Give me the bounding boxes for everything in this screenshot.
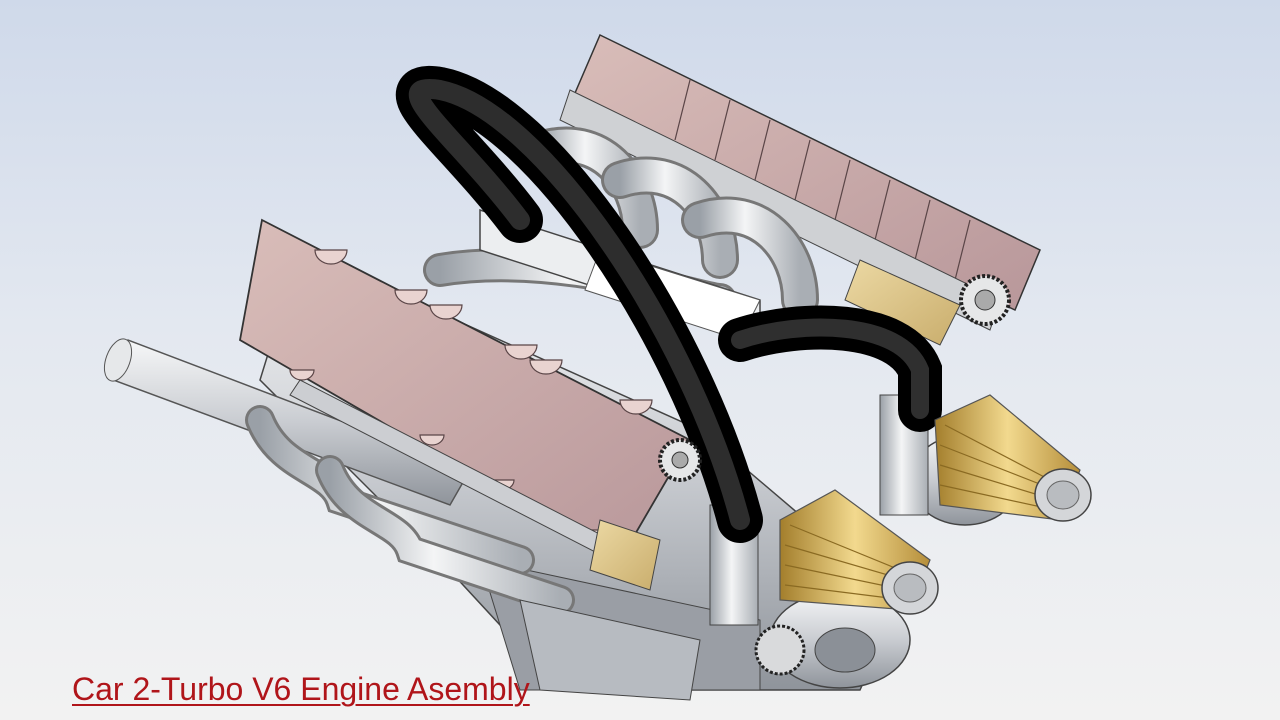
oil-pan [519, 519, 701, 701]
turbo-intake-hose [395, 65, 942, 543]
assembly-title: Car 2-Turbo V6 Engine Asembly [72, 671, 530, 707]
front-exhaust-pipe [103, 338, 575, 615]
pulleys [658, 274, 1011, 676]
air-filter-front [779, 489, 939, 615]
rear-valve-cover [559, 33, 1041, 346]
air-filter-rear [934, 394, 1092, 522]
